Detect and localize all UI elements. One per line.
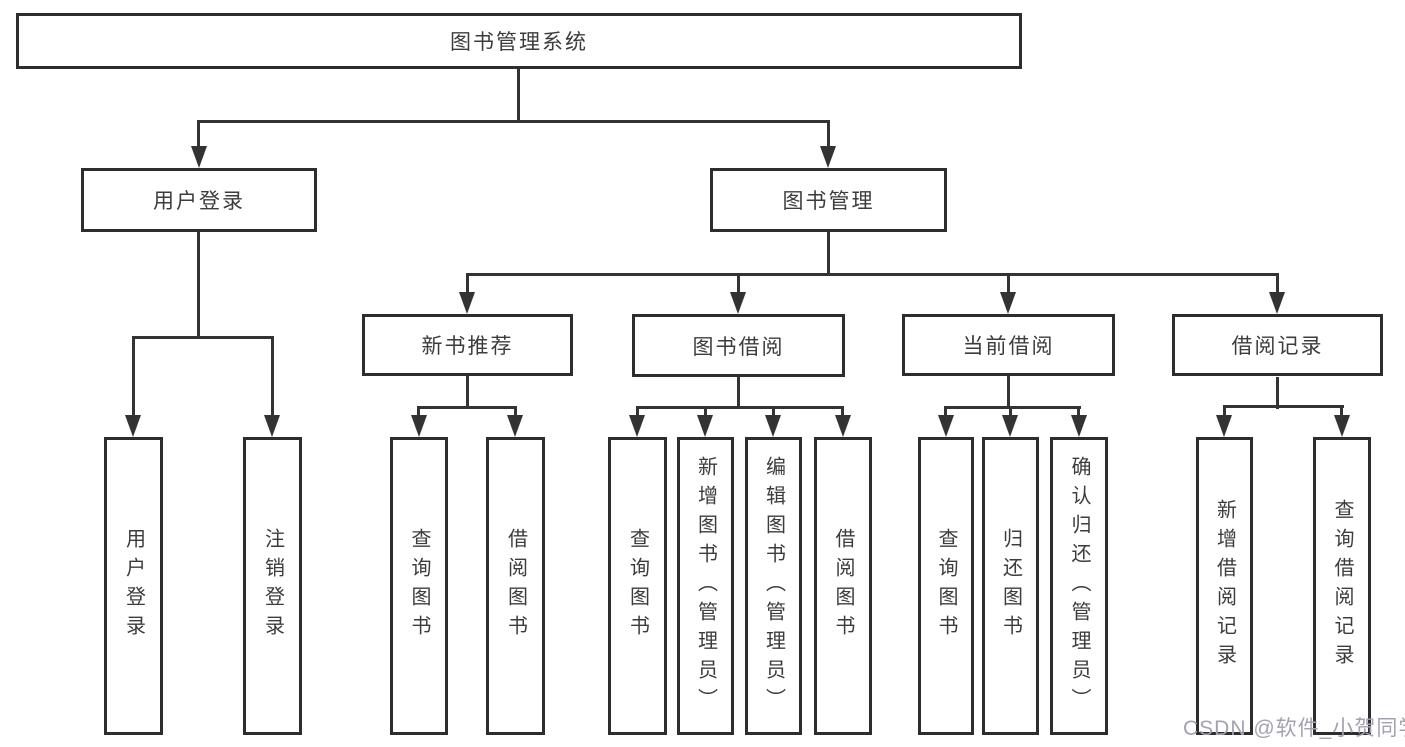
leaf-add-borrow-record-label: 新增借阅记录	[1213, 499, 1236, 673]
leaf-logout-label: 注销登录	[261, 528, 284, 644]
leaf-query-borrow-record-label: 查询借阅记录	[1331, 499, 1353, 673]
node-book-borrow: 图书借阅	[632, 314, 845, 377]
arrow-down-icon	[765, 415, 781, 437]
node-book-management: 图书管理	[710, 168, 947, 232]
leaf-query-book-1-label: 查询图书	[408, 528, 430, 644]
arrow-down-icon	[411, 415, 427, 437]
connector-line	[197, 120, 830, 123]
leaf-add-borrow-record: 新增借阅记录	[1196, 437, 1253, 735]
arrow-down-icon	[835, 415, 851, 437]
leaf-user-login: 用户登录	[104, 437, 163, 735]
connector-line	[1276, 377, 1279, 409]
connector-line	[197, 232, 200, 339]
leaf-query-borrow-record: 查询借阅记录	[1313, 437, 1371, 735]
csdn-watermark: CSDN @软件_小贺同学	[1183, 717, 1405, 740]
arrow-down-icon	[1000, 292, 1016, 314]
arrow-down-icon	[697, 415, 713, 437]
node-new-book-recommend-label: 新书推荐	[421, 335, 514, 358]
connector-line	[1223, 405, 1344, 408]
connector-line	[197, 120, 200, 152]
leaf-query-book-2: 查询图书	[608, 437, 667, 735]
connector-line	[636, 406, 639, 420]
connector-line	[271, 336, 274, 420]
connector-line	[466, 376, 469, 409]
connector-line	[1009, 406, 1012, 420]
node-new-book-recommend: 新书推荐	[362, 314, 573, 376]
node-book-management-label: 图书管理	[782, 190, 875, 213]
connector-line	[417, 406, 420, 420]
leaf-add-book-admin: 新增图书（管理员）	[677, 437, 734, 735]
node-current-borrow: 当前借阅	[902, 314, 1115, 376]
connector-line	[841, 406, 844, 420]
connector-line	[514, 406, 517, 420]
leaf-query-book-3: 查询图书	[918, 437, 974, 735]
leaf-user-login-label: 用户登录	[122, 528, 145, 644]
node-borrow-record-label: 借阅记录	[1231, 335, 1324, 358]
connector-line	[944, 406, 1081, 409]
connector-line	[1007, 273, 1010, 298]
leaf-logout: 注销登录	[243, 437, 302, 735]
arrow-down-icon	[938, 415, 954, 437]
connector-line	[132, 336, 274, 339]
arrow-down-icon	[730, 292, 746, 314]
node-book-borrow-label: 图书借阅	[692, 335, 785, 359]
leaf-edit-book-admin-label: 编辑图书（管理员）	[762, 455, 785, 717]
connector-line	[827, 120, 830, 152]
arrow-down-icon	[1269, 292, 1285, 314]
connector-line	[737, 377, 740, 409]
connector-line	[772, 406, 775, 420]
connector-line	[466, 273, 1279, 276]
connector-line	[1340, 405, 1343, 420]
arrow-down-icon	[820, 146, 836, 168]
arrow-down-icon	[507, 415, 523, 437]
leaf-borrow-book-1-label: 借阅图书	[504, 528, 527, 644]
node-root: 图书管理系统	[16, 13, 1022, 69]
node-current-borrow-label: 当前借阅	[962, 335, 1055, 358]
arrow-down-icon	[1071, 415, 1087, 437]
node-borrow-record: 借阅记录	[1172, 314, 1383, 376]
connector-line	[417, 406, 517, 409]
connector-line	[704, 406, 707, 420]
connector-line	[517, 69, 520, 123]
leaf-query-book-1: 查询图书	[390, 437, 448, 735]
leaf-edit-book-admin: 编辑图书（管理员）	[745, 437, 802, 735]
leaf-add-book-admin-label: 新增图书（管理员）	[694, 455, 717, 717]
arrow-down-icon	[629, 415, 645, 437]
arrow-down-icon	[191, 146, 207, 168]
connector-line	[1077, 406, 1080, 420]
leaf-query-book-2-label: 查询图书	[626, 528, 649, 644]
connector-line	[1223, 405, 1226, 420]
arrow-down-icon	[1216, 415, 1232, 437]
leaf-borrow-book-2-label: 借阅图书	[832, 528, 854, 644]
node-root-label: 图书管理系统	[450, 31, 588, 54]
arrow-down-icon	[1334, 415, 1350, 437]
arrow-down-icon	[264, 415, 280, 437]
leaf-return-book: 归还图书	[982, 437, 1039, 735]
leaf-return-book-label: 归还图书	[999, 528, 1022, 644]
leaf-borrow-book-1: 借阅图书	[486, 437, 545, 735]
connector-line	[132, 336, 135, 420]
arrow-down-icon	[125, 415, 141, 437]
leaf-confirm-return-admin-label: 确认归还（管理员）	[1068, 455, 1090, 717]
connector-line	[827, 232, 830, 276]
node-user-login: 用户登录	[81, 168, 317, 232]
node-user-login-label: 用户登录	[153, 190, 245, 213]
connector-line	[636, 406, 844, 409]
leaf-confirm-return-admin: 确认归还（管理员）	[1050, 437, 1108, 735]
arrow-down-icon	[459, 292, 475, 314]
connector-line	[944, 406, 947, 420]
arrow-down-icon	[1002, 415, 1018, 437]
connector-line	[737, 273, 740, 298]
connector-line	[1007, 376, 1010, 409]
leaf-query-book-3-label: 查询图书	[935, 528, 957, 644]
leaf-borrow-book-2: 借阅图书	[814, 437, 872, 735]
connector-line	[466, 273, 469, 298]
connector-line	[1276, 273, 1279, 298]
